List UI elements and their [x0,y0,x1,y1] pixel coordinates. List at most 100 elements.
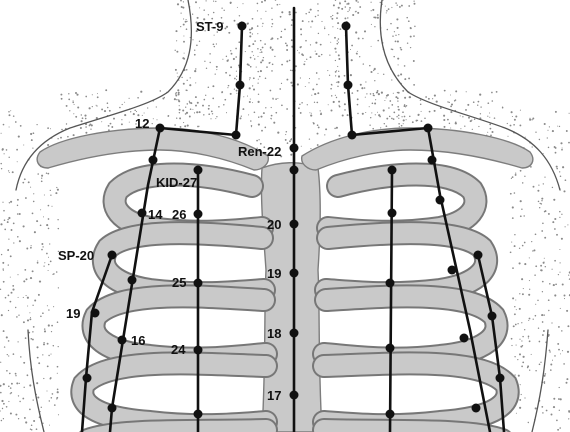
stipple-dot [236,90,238,92]
stipple-dot [68,93,69,94]
stipple-dot [556,166,558,168]
stipple-dot [371,46,372,47]
stipple-dot [0,362,1,363]
stipple-dot [502,107,504,109]
stipple-dot [122,104,123,105]
stipple-dot [532,146,533,147]
stipple-dot [391,79,392,80]
stipple-dot [370,2,371,3]
stipple-dot [224,27,226,29]
stipple-dot [515,174,517,176]
stipple-dot [180,126,182,128]
stipple-dot [194,50,195,51]
stipple-dot [513,325,515,327]
stipple-dot [15,121,17,123]
stipple-dot [55,192,57,194]
stipple-dot [557,126,558,127]
stipple-dot [451,103,453,105]
stipple-dot [471,119,472,120]
stipple-dot [263,57,264,58]
stipple-dot [518,375,520,377]
stipple-dot [185,113,187,115]
stipple-dot [270,90,272,92]
stipple-dot [253,88,255,90]
stipple-dot [176,40,177,41]
stipple-dot [281,11,283,13]
stipple-dot [136,111,137,112]
stipple-dot [251,126,252,127]
stipple-dot [48,228,50,230]
stipple-dot [186,90,188,92]
stipple-dot [1,133,2,134]
stipple-dot [537,190,539,192]
stipple-dot [22,398,24,400]
stipple-dot [522,293,524,295]
stipple-dot [559,272,560,273]
stipple-dot [57,366,59,368]
point-st12-right [424,124,433,133]
stipple-dot [539,207,540,208]
rib-right-2 [326,233,486,293]
stipple-dot [318,126,320,128]
stipple-dot [44,328,45,329]
stipple-dot [538,328,539,329]
stipple-dot [18,315,19,316]
stipple-dot [228,32,230,34]
stipple-dot [529,289,530,290]
stipple-dot [27,374,29,376]
stipple-dot [562,350,563,351]
stipple-dot [32,270,34,272]
stipple-dot [535,132,536,133]
stipple-dot [66,105,68,107]
point-ren22 [290,144,299,153]
stipple-dot [558,274,559,275]
stipple-dot [241,116,242,117]
stipple-dot [61,98,63,100]
stipple-dot [339,3,341,5]
stipple-dot [275,112,277,114]
stipple-dot [425,96,427,98]
stipple-dot [41,180,43,182]
stipple-dot [561,330,563,332]
stipple-dot [543,183,544,184]
stipple-dot [41,175,43,177]
stipple-dot [30,317,31,318]
stipple-dot [386,10,388,12]
stipple-dot [516,413,517,414]
stipple-dot [13,242,14,243]
stipple-dot [178,93,180,95]
stipple-dot [552,221,554,223]
stipple-dot [30,187,31,188]
stipple-dot [1,420,3,422]
stipple-dot [85,118,87,120]
stipple-dot [347,3,349,5]
stipple-dot [249,79,250,80]
stipple-dot [23,387,24,388]
stipple-dot [375,17,377,19]
stipple-dot [197,102,199,104]
stipple-dot [73,113,74,114]
stipple-dot [352,14,354,16]
stipple-dot [300,112,302,114]
stipple-dot [315,16,317,18]
stipple-dot [545,266,546,267]
stipple-dot [42,246,43,247]
stipple-dot [42,354,43,355]
stipple-dot [0,223,2,225]
point-st14-right [436,196,445,205]
stipple-dot [533,319,534,320]
stipple-dot [208,108,210,110]
stipple-dot [42,423,43,424]
stipple-dot [175,69,177,71]
stipple-dot [306,59,307,60]
stipple-dot [192,109,193,110]
stipple-dot [421,111,422,112]
stipple-dot [542,281,544,283]
stipple-dot [249,35,251,37]
stipple-dot [535,315,537,317]
stipple-dot [337,12,339,14]
stipple-dot [250,66,252,68]
stipple-dot [18,136,20,138]
stipple-dot [380,2,381,3]
stipple-dot [215,118,216,119]
